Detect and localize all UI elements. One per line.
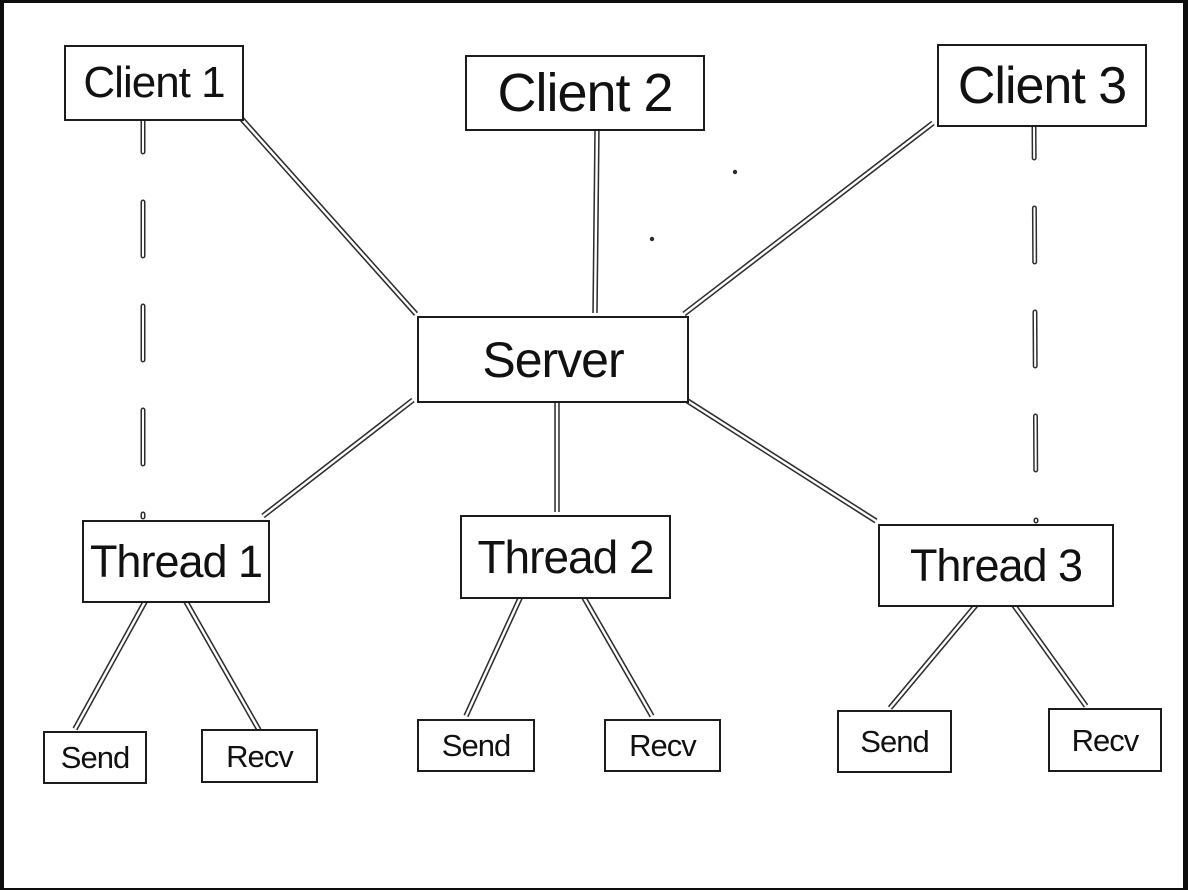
edge-client1-server — [237, 115, 419, 316]
node-thread-1-box: Thread 1 — [82, 520, 270, 603]
node-thread3-recv-label: Recv — [1071, 722, 1140, 758]
edge-client3-server — [682, 120, 935, 317]
node-client-3-label: Client 3 — [957, 56, 1127, 115]
node-thread1-send-box: Send — [43, 731, 147, 784]
ink-speck-1 — [732, 169, 738, 175]
node-server-label: Server — [482, 331, 624, 388]
edge-thread1-recv1 — [182, 598, 262, 732]
node-thread2-send-label: Send — [441, 728, 511, 763]
node-client-3-box: Client 3 — [937, 44, 1147, 127]
node-thread-3-label: Thread 3 — [909, 540, 1083, 591]
node-thread2-send-box: Send — [417, 719, 535, 772]
edge-thread3-recv3 — [1010, 602, 1089, 708]
node-client-2-label: Client 2 — [497, 63, 673, 123]
edge-client2-server — [592, 127, 600, 314]
edge-thread2-recv2 — [580, 594, 655, 718]
ink-speck-2 — [649, 236, 655, 242]
edge-client3-thread3 — [1031, 121, 1039, 524]
node-thread2-recv-label: Recv — [629, 728, 697, 763]
edge-thread3-send3 — [887, 602, 980, 710]
node-thread3-send-box: Send — [837, 710, 952, 773]
edge-server-thread3 — [684, 397, 878, 524]
node-thread3-recv-box: Recv — [1048, 708, 1162, 772]
node-thread3-send-label: Send — [860, 724, 929, 759]
node-thread1-send-label: Send — [60, 740, 130, 775]
edge-server-thread1 — [261, 397, 415, 519]
node-thread-2-box: Thread 2 — [460, 515, 671, 599]
node-client-1-box: Client 1 — [64, 45, 244, 121]
node-client-2-box: Client 2 — [465, 55, 705, 131]
node-server-box: Server — [417, 316, 689, 403]
node-thread-2-label: Thread 2 — [477, 531, 654, 583]
node-thread1-recv-label: Recv — [226, 738, 294, 774]
node-thread-1-label: Thread 1 — [89, 536, 263, 587]
node-thread1-recv-box: Recv — [201, 729, 318, 783]
node-thread-3-box: Thread 3 — [878, 524, 1114, 607]
node-thread2-recv-box: Recv — [604, 719, 721, 772]
edge-thread1-send1 — [72, 598, 149, 731]
node-client-1-label: Client 1 — [83, 58, 225, 107]
edge-thread2-send2 — [463, 594, 524, 718]
